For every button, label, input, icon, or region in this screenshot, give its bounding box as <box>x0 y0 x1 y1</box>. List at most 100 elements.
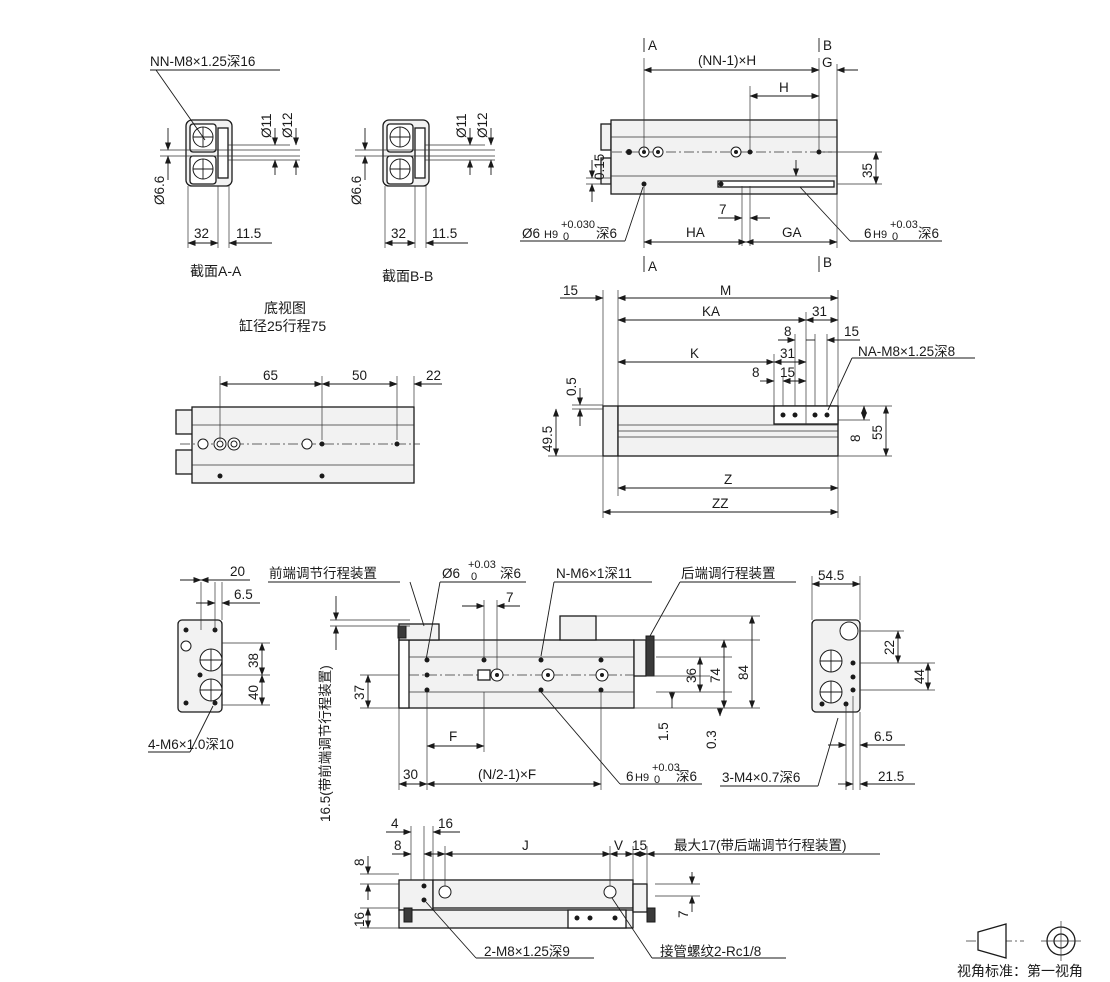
bottom-view-65: 65 <box>263 368 278 383</box>
section-aa-115: 11.5 <box>236 226 261 241</box>
front-end-callout: 4-M6×1.0深10 <box>148 737 234 752</box>
section-bb-d66: Ø6.6 <box>349 176 364 205</box>
top-right-left-tol-top: +0.030 <box>561 219 595 231</box>
lower-7v: 7 <box>676 910 691 918</box>
main-n-callout: N-M6×1深11 <box>556 566 632 581</box>
top-right-right-tol-top: +0.03 <box>890 219 918 231</box>
side-right-15c: 15 <box>780 365 795 380</box>
section-aa-title: 截面A-A <box>190 263 242 279</box>
top-right-ga: GA <box>782 225 802 240</box>
side-right-05: 0.5 <box>564 377 579 396</box>
top-right-right-main: 6 <box>864 226 872 241</box>
top-right-right-tol-bot: 0 <box>892 231 898 243</box>
top-right-7: 7 <box>719 202 727 217</box>
lower-16v: 16 <box>352 912 367 927</box>
section-bb-d11: Ø11 <box>454 113 469 138</box>
top-right-label-b: B <box>823 38 832 53</box>
lower-8: 8 <box>394 838 402 853</box>
front-end-20: 20 <box>230 564 245 579</box>
rear-end-view: 54.5 22 44 6.5 21.5 3-M4×0.7深6 <box>720 568 935 790</box>
main-f: F <box>449 729 457 744</box>
main-top-callout-main: Ø6 <box>442 566 460 581</box>
section-bb: Ø11 Ø12 Ø6.6 32 11.5 截面B-B <box>349 112 495 284</box>
top-right-right-fit: H9 <box>873 229 887 241</box>
main-view: 前端调节行程装置 Ø6 +0.03 0 深6 N-M6×1深11 后端调行程装置… <box>268 559 796 822</box>
bottom-view-title: 底视图 <box>264 300 306 316</box>
section-aa-d66: Ø6.6 <box>152 176 167 205</box>
side-right-view: A B 15 M KA 31 8 15 <box>540 255 975 518</box>
rear-end-65: 6.5 <box>874 729 893 744</box>
side-right-31b: 31 <box>780 346 795 361</box>
top-right-left-tol-bot: 0 <box>563 231 569 243</box>
section-aa-32: 32 <box>194 226 209 241</box>
section-bb-title: 截面B-B <box>382 268 433 284</box>
main-bottom-callout-tol-bot: 0 <box>654 774 660 786</box>
top-right-g: G <box>822 55 833 70</box>
projection-symbol: 视角标准：第一视角 <box>957 921 1083 979</box>
side-right-55: 55 <box>870 425 885 440</box>
main-bottom-callout-tol-top: +0.03 <box>652 762 680 774</box>
section-aa-d11: Ø11 <box>259 113 274 138</box>
lower-16: 16 <box>438 816 453 831</box>
top-right-nn: (NN-1)×H <box>698 53 756 68</box>
main-36: 36 <box>684 668 699 683</box>
main-37: 37 <box>352 685 367 700</box>
side-right-ka: KA <box>702 304 720 319</box>
bottom-view: 底视图 缸径25行程75 65 50 22 <box>175 300 442 484</box>
main-n2: (N/2-1)×F <box>478 767 536 782</box>
side-right-8c: 8 <box>848 434 863 442</box>
main-top-callout-tol-bot: 0 <box>471 571 477 583</box>
main-rear-adjuster: 后端调行程装置 <box>681 566 776 581</box>
side-right-31a: 31 <box>812 304 827 319</box>
main-15: 1.5 <box>656 722 671 741</box>
main-bottom-callout-main: 6 <box>626 769 634 784</box>
side-right-zz: ZZ <box>712 496 729 511</box>
top-right-015: 0.15 <box>592 154 607 180</box>
lower-view: 4 16 8 J V 15 最大17(带后端调节行程装置) 8 16 7 2-M… <box>352 816 880 959</box>
main-03: 0.3 <box>704 730 719 749</box>
main-front-adjuster: 前端调节行程装置 <box>269 565 377 581</box>
rear-end-44: 44 <box>912 668 927 684</box>
main-84: 84 <box>736 664 751 680</box>
front-end-view: 20 6.5 38 40 4-M6×1.0深10 <box>148 564 270 753</box>
section-bb-d12: Ø12 <box>475 112 490 138</box>
projection-label: 视角标准：第一视角 <box>957 963 1083 979</box>
top-right-view: A B (NN-1)×H H G 0.15 <box>520 38 942 248</box>
front-end-40: 40 <box>246 685 261 700</box>
main-vertical-note: 16.5(带前端调节行程装置) <box>317 665 333 822</box>
bottom-view-50: 50 <box>352 368 367 383</box>
side-right-495: 49.5 <box>540 426 555 452</box>
main-top-callout-depth: 深6 <box>500 566 521 581</box>
main-bottom-callout-fit: H9 <box>635 772 649 784</box>
lower-j: J <box>522 838 529 853</box>
top-right-left-fit: H9 <box>544 229 558 241</box>
top-right-left-main: Ø6 <box>522 226 540 241</box>
rear-end-215: 21.5 <box>878 769 904 784</box>
side-right-15: 15 <box>563 283 578 298</box>
section-aa-callout: NN-M8×1.25深16 <box>150 54 255 69</box>
lower-max-note: 最大17(带后端调节行程装置) <box>674 838 847 853</box>
side-right-z: Z <box>724 472 732 487</box>
side-right-label-a: A <box>648 259 657 274</box>
side-right-8b: 8 <box>752 365 760 380</box>
top-right-h: H <box>779 80 789 95</box>
side-right-callout: NA-M8×1.25深8 <box>858 344 955 359</box>
section-bb-115: 11.5 <box>432 226 457 241</box>
rear-end-545: 54.5 <box>818 568 844 583</box>
lower-8v: 8 <box>352 858 367 866</box>
section-bb-32: 32 <box>391 226 406 241</box>
side-right-m: M <box>720 283 731 298</box>
bottom-view-subtitle: 缸径25行程75 <box>239 318 326 334</box>
rear-end-22: 22 <box>882 640 897 655</box>
front-end-38: 38 <box>246 653 261 668</box>
top-right-ha: HA <box>686 225 705 240</box>
main-30: 30 <box>403 767 418 782</box>
top-right-right-depth: 深6 <box>918 226 939 241</box>
side-right-label-b: B <box>823 255 832 270</box>
section-aa: NN-M8×1.25深16 Ø11 Ø12 Ø6.6 32 11.5 截面A-A <box>150 54 300 279</box>
lower-15: 15 <box>632 838 647 853</box>
main-7: 7 <box>506 590 514 605</box>
top-right-35: 35 <box>860 163 875 178</box>
top-right-left-depth: 深6 <box>596 226 617 241</box>
